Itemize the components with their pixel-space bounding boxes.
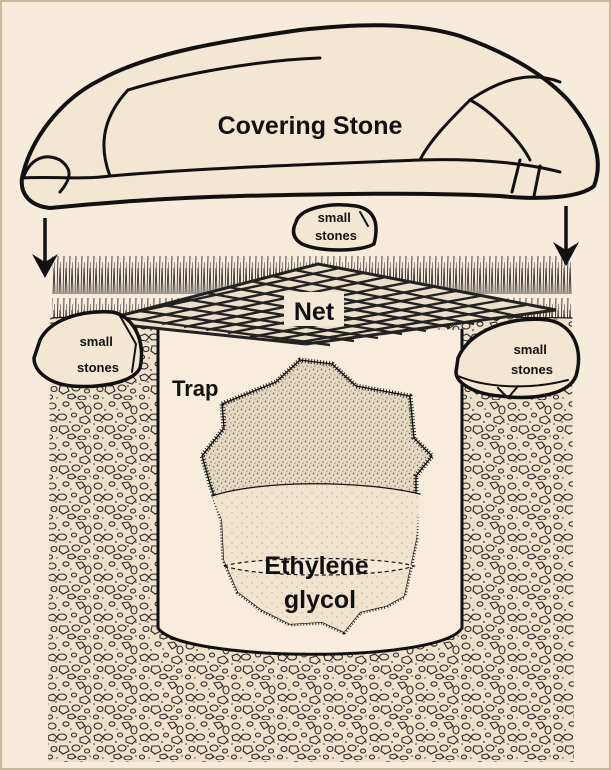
trap-label: Trap: [172, 376, 218, 401]
small-stones-top-line2: stones: [315, 228, 357, 243]
ethylene-glycol-line2: glycol: [284, 586, 356, 614]
net-label: Net: [294, 298, 335, 326]
small-stones-top-line1: small: [318, 210, 351, 225]
small-stones-right-line1: small: [514, 342, 547, 357]
small-stones-left-line1: small: [80, 334, 113, 349]
small-stones-right-line2: stones: [511, 362, 553, 377]
covering-stone-label: Covering Stone: [218, 112, 403, 140]
ethylene-glycol-line1: Ethylene: [264, 552, 368, 580]
small-stones-left-line2: stones: [77, 360, 119, 375]
